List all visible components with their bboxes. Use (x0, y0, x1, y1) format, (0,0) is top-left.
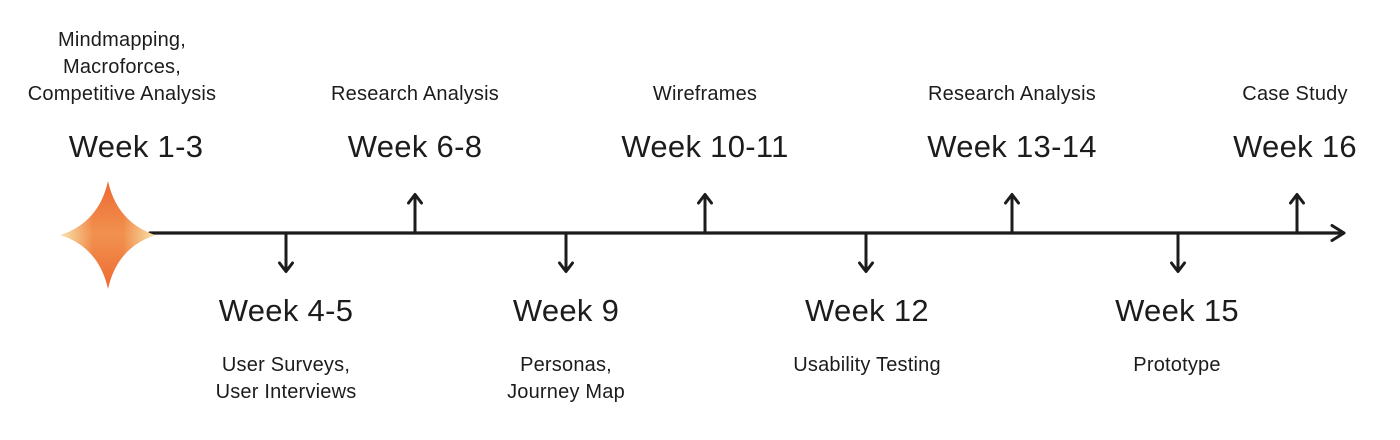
task-label: Prototype (1133, 354, 1221, 376)
down-arrow-icon (1170, 231, 1186, 273)
task-label: Case Study (1242, 83, 1348, 105)
milestone-tasks: Wireframes (653, 81, 757, 108)
down-arrow-icon (278, 231, 294, 273)
milestone-week-13-14: Research Analysis Week 13-14 (927, 0, 1097, 165)
sparkle-star-icon (61, 181, 155, 289)
task-label: Mindmapping, (57, 29, 187, 51)
milestone-week-12: Week 12 Usability Testing (793, 292, 941, 379)
up-arrow-icon (1289, 193, 1305, 235)
task-label: Wireframes (652, 83, 758, 105)
task-label: User Surveys, (221, 354, 351, 376)
up-arrow-icon (407, 193, 423, 235)
week-label: Week 1-3 (68, 129, 204, 164)
task-label: Macroforces, (63, 56, 181, 78)
milestone-week-9: Week 9 Personas, Journey Map (507, 292, 625, 406)
task-label: Usability Testing (793, 354, 941, 376)
task-label: Personas, (520, 354, 612, 376)
task-label: Research Analysis (928, 83, 1096, 105)
milestone-week-1-3: Mindmapping, Macroforces, Competitive An… (28, 0, 217, 165)
task-label: Research Analysis (331, 83, 499, 105)
milestone-week-16: Case Study Week 16 (1233, 0, 1357, 165)
week-label: Week 16 (1233, 129, 1357, 164)
timeline-axis (148, 224, 1346, 242)
milestone-tasks: Mindmapping, Macroforces, Competitive An… (28, 27, 217, 108)
week-label: Week 12 (805, 293, 929, 328)
week-label: Week 4-5 (218, 293, 354, 328)
task-label: Competitive Analysis (27, 83, 217, 105)
milestone-week-4-5: Week 4-5 User Surveys, User Interviews (216, 292, 357, 406)
milestone-tasks: Prototype (1133, 352, 1220, 379)
milestone-tasks: Research Analysis (928, 81, 1096, 108)
up-arrow-icon (1004, 193, 1020, 235)
milestone-tasks: Case Study (1242, 81, 1347, 108)
week-label: Week 10-11 (621, 129, 789, 164)
milestone-week-15: Week 15 Prototype (1115, 292, 1239, 379)
week-label: Week 15 (1115, 293, 1239, 328)
milestone-tasks: Research Analysis (331, 81, 499, 108)
right-arrowhead-icon (1330, 224, 1346, 242)
week-label: Week 13-14 (927, 129, 1097, 164)
task-label: User Interviews (215, 381, 357, 403)
milestone-tasks: Personas, Journey Map (507, 352, 625, 406)
milestone-week-10-11: Wireframes Week 10-11 (621, 0, 788, 165)
week-label: Week 9 (512, 293, 620, 328)
week-label: Week 6-8 (347, 129, 483, 164)
down-arrow-icon (558, 231, 574, 273)
up-arrow-icon (697, 193, 713, 235)
task-label: Journey Map (507, 381, 625, 403)
down-arrow-icon (858, 231, 874, 273)
milestone-tasks: Usability Testing (793, 352, 941, 379)
milestone-week-6-8: Research Analysis Week 6-8 (331, 0, 499, 165)
milestone-tasks: User Surveys, User Interviews (216, 352, 357, 406)
